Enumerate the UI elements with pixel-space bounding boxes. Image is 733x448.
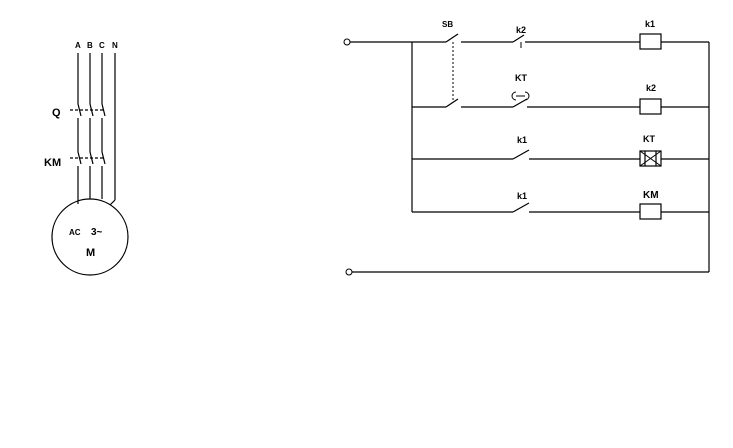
phase-line-a — [77, 53, 82, 204]
rung-4-contact-label: k1 — [517, 191, 527, 201]
phase-line-b — [89, 53, 94, 199]
neutral-line — [109, 53, 116, 206]
motor-name-label: M — [86, 247, 95, 259]
switch-label: SB — [442, 20, 453, 29]
rung-4-coil — [639, 203, 662, 220]
rung-4: k1 KM — [412, 190, 709, 220]
rung-2-contact-label: KT — [515, 73, 527, 83]
phase-line-c — [101, 53, 106, 199]
phase-label-c: C — [99, 41, 105, 50]
contactor-label: KM — [44, 157, 61, 169]
motor-power-circuit: A B C N — [44, 41, 129, 276]
motor-symbol: AC 3~ M — [51, 198, 129, 276]
rung-2: KT k2 — [412, 73, 709, 115]
motor-phase-label: 3~ — [91, 227, 103, 238]
rung-2-coil — [639, 98, 662, 115]
rung-1: k2 k1 — [445, 19, 709, 50]
motor-type-label: AC — [69, 228, 81, 237]
rung-1-coil — [639, 33, 662, 50]
rung-1-contact-label: k2 — [516, 25, 526, 35]
breaker-label: Q — [52, 107, 61, 119]
rung-3-contact-label: k1 — [517, 135, 527, 145]
phase-label-n: N — [112, 41, 118, 50]
rung-3-coil-label: KT — [643, 134, 655, 144]
motor-circle — [51, 198, 129, 276]
rung-1-coil-label: k1 — [645, 19, 655, 29]
rung-4-coil-label: KM — [643, 190, 659, 201]
phase-label-a: A — [75, 41, 81, 50]
bottom-terminal — [345, 268, 353, 276]
control-circuit: SB k2 k1 KT k2 — [343, 19, 710, 276]
top-terminal — [343, 38, 351, 46]
rung-2-coil-label: k2 — [646, 83, 656, 93]
phase-label-b: B — [87, 41, 93, 50]
rung-3: k1 KT — [412, 134, 709, 167]
